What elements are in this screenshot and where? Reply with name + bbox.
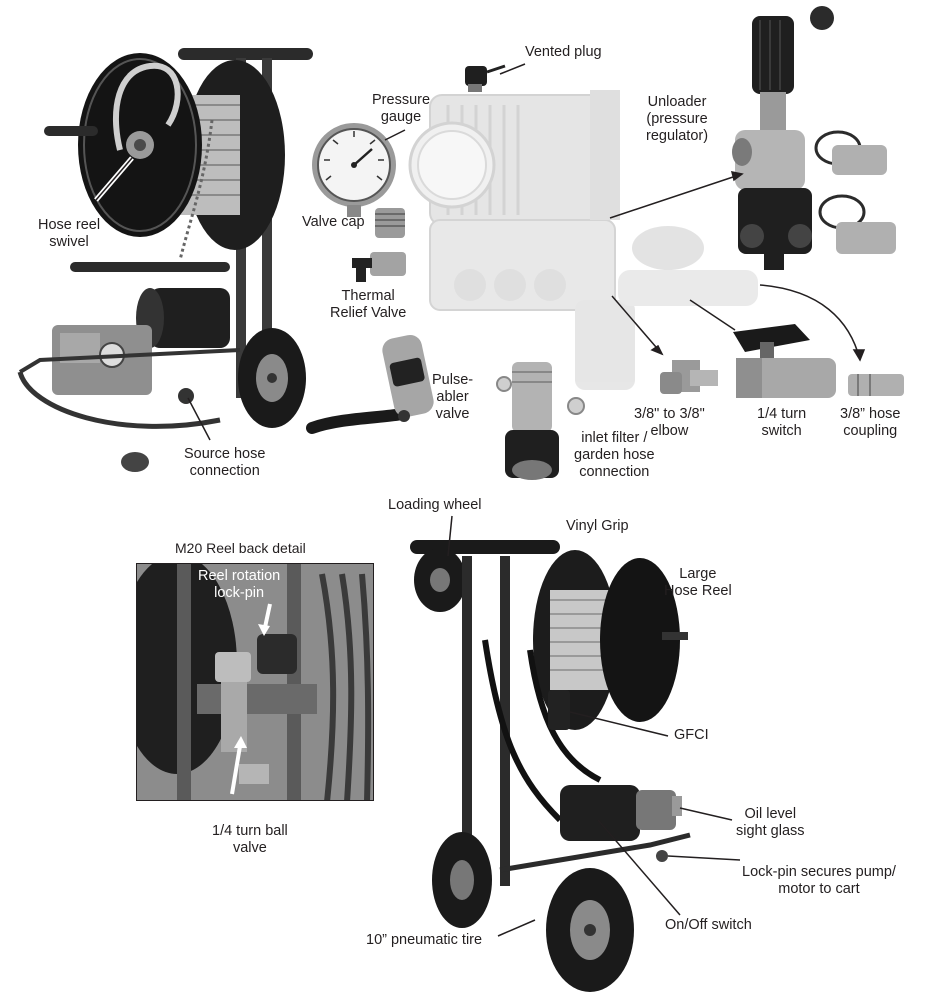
unloader-label-line2: (pressure xyxy=(646,111,708,127)
thermal-relief-valve-icon xyxy=(352,252,406,282)
inlet-filter-line1: inlet filter / xyxy=(581,430,648,446)
vinyl-grip-label: Vinyl Grip xyxy=(566,518,629,534)
source-hose-connection-label: Source hose connection xyxy=(184,446,265,480)
elbow-icon xyxy=(660,360,718,394)
inlet-filter-icon xyxy=(496,362,585,480)
source-hose-line2: connection xyxy=(189,463,260,479)
pressure-gauge-icon xyxy=(312,123,396,217)
quarter-turn-switch-line2: switch xyxy=(761,423,802,439)
hose-reel-swivel-line2: swivel xyxy=(49,234,89,250)
hose-coupling-line2: coupling xyxy=(843,423,898,439)
quarter-turn-switch-icon xyxy=(733,324,836,398)
pneumatic-tire-label: 10” pneumatic tire xyxy=(366,932,483,948)
lock-pin-secures-line1: Lock-pin secures pump/ xyxy=(742,864,896,880)
lock-pin-secures-line2: motor to cart xyxy=(778,881,860,897)
oil-level-line2: sight glass xyxy=(736,823,805,839)
pulseabler-valve-label: Pulse- abler valve xyxy=(432,372,473,423)
valve-cap-label: Valve cap xyxy=(302,214,365,230)
quarter-turn-switch-line1: 1/4 turn xyxy=(757,406,807,422)
large-hose-reel-line2: Hose Reel xyxy=(664,583,732,599)
ball-valve-line2: valve xyxy=(232,840,267,856)
quarter-turn-ball-valve-label: 1/4 turn ball valve xyxy=(212,823,288,857)
reel-back-detail-icon xyxy=(137,564,373,800)
pump-ghost-icon xyxy=(408,90,758,390)
oil-level-line1: Oil level xyxy=(744,806,797,822)
hose-reel-swivel-line1: Hose reel xyxy=(38,217,101,233)
unloader-label: Unloader (pressure regulator) xyxy=(646,94,708,145)
inlet-filter-line2: garden hose xyxy=(574,447,655,463)
bottom-cart-icon xyxy=(410,540,691,992)
thermal-relief-line1: Thermal xyxy=(341,288,395,304)
unloader-label-line3: regulator) xyxy=(646,128,709,144)
pressure-gauge-label: Pressure gauge xyxy=(372,92,430,126)
vented-plug-label: Vented plug xyxy=(525,44,602,60)
pulseabler-line3: valve xyxy=(435,406,470,422)
lock-pin-line1: Reel rotation xyxy=(198,568,281,584)
gfci-label: GFCI xyxy=(674,727,709,743)
ball-valve-line1: 1/4 turn ball xyxy=(212,823,288,839)
leader-lines xyxy=(94,63,866,937)
pressure-gauge-label-line2: gauge xyxy=(380,109,422,125)
pressure-gauge-label-line1: Pressure xyxy=(372,92,431,108)
large-hose-reel-label: Large Hose Reel xyxy=(664,566,732,600)
unloader-label-line1: Unloader xyxy=(647,94,707,110)
hose-coupling-label: 3/8” hose coupling xyxy=(840,406,900,440)
hose-coupling-line1: 3/8” hose xyxy=(840,406,901,422)
hose-reel-swivel-label: Hose reel swivel xyxy=(38,217,100,251)
hose-coupling-icon xyxy=(848,374,904,396)
quarter-turn-switch-label: 1/4 turn switch xyxy=(757,406,806,440)
source-hose-line1: Source hose xyxy=(184,446,266,462)
inset-title: M20 Reel back detail xyxy=(175,540,306,556)
lock-pin-secures-label: Lock-pin secures pump/ motor to cart xyxy=(742,864,896,898)
inlet-filter-line3: connection xyxy=(579,464,650,480)
elbow-label: 3/8" to 3/8" elbow xyxy=(634,406,705,440)
reel-back-detail-inset xyxy=(136,563,374,801)
elbow-label-line1: 3/8" to 3/8" xyxy=(634,406,705,422)
large-hose-reel-line1: Large xyxy=(679,566,717,582)
valve-cap-icon xyxy=(375,208,405,238)
thermal-relief-valve-label: Thermal Relief Valve xyxy=(330,288,406,322)
unloader-icon xyxy=(732,6,896,270)
oil-level-sight-glass-label: Oil level sight glass xyxy=(736,806,805,840)
pulseabler-valve-icon xyxy=(306,334,434,434)
thermal-relief-line2: Relief Valve xyxy=(330,305,407,321)
loading-wheel-label: Loading wheel xyxy=(388,497,482,513)
lock-pin-line2: lock-pin xyxy=(214,585,265,601)
inlet-filter-label: inlet filter / garden hose connection xyxy=(574,430,655,481)
reel-rotation-lock-pin-label: Reel rotation lock-pin xyxy=(198,568,280,602)
vented-plug-icon xyxy=(465,64,506,92)
pulseabler-line2: abler xyxy=(436,389,469,405)
elbow-label-line2: elbow xyxy=(650,423,689,439)
on-off-switch-label: On/Off switch xyxy=(665,917,752,933)
top-cart-icon xyxy=(17,48,313,472)
pulseabler-line1: Pulse- xyxy=(432,372,474,388)
